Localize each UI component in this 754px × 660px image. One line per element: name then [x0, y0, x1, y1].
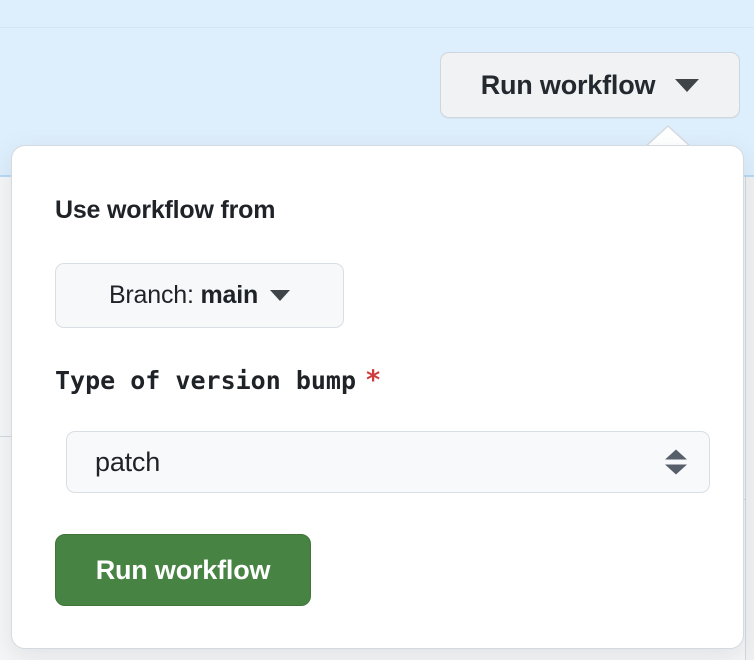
- popup-content: Use workflow from Branch: main Type of v…: [12, 146, 745, 650]
- run-workflow-dropdown-label: Run workflow: [480, 69, 656, 100]
- background-right-strip: [746, 177, 754, 660]
- triangle-down-icon: [665, 464, 687, 475]
- version-bump-select-value: patch: [95, 446, 161, 477]
- use-workflow-from-heading: Use workflow from: [55, 196, 276, 224]
- version-bump-field-label: Type of version bump *: [55, 365, 381, 396]
- triangle-up-icon: [665, 449, 687, 460]
- branch-prefix: Branch:: [108, 281, 194, 309]
- branch-selector-button[interactable]: Branch: main: [55, 263, 344, 328]
- background-vertical-divider: [745, 177, 746, 660]
- sort-updown-icon: [665, 449, 687, 475]
- background-hairline: [0, 27, 754, 28]
- chevron-down-icon: [270, 290, 291, 301]
- run-workflow-submit-label: Run workflow: [95, 554, 271, 585]
- popup-caret: [646, 127, 690, 147]
- run-workflow-popup: Use workflow from Branch: main Type of v…: [11, 145, 744, 649]
- chevron-down-icon: [675, 78, 700, 92]
- run-workflow-dropdown-trigger[interactable]: Run workflow: [440, 52, 740, 118]
- version-bump-label-text: Type of version bump: [55, 366, 357, 395]
- version-bump-select[interactable]: patch: [66, 431, 710, 493]
- branch-name: main: [200, 281, 259, 309]
- required-asterisk-icon: *: [365, 365, 382, 396]
- run-workflow-submit-button[interactable]: Run workflow: [55, 534, 311, 606]
- branch-selector-label: Branch: main: [109, 281, 258, 310]
